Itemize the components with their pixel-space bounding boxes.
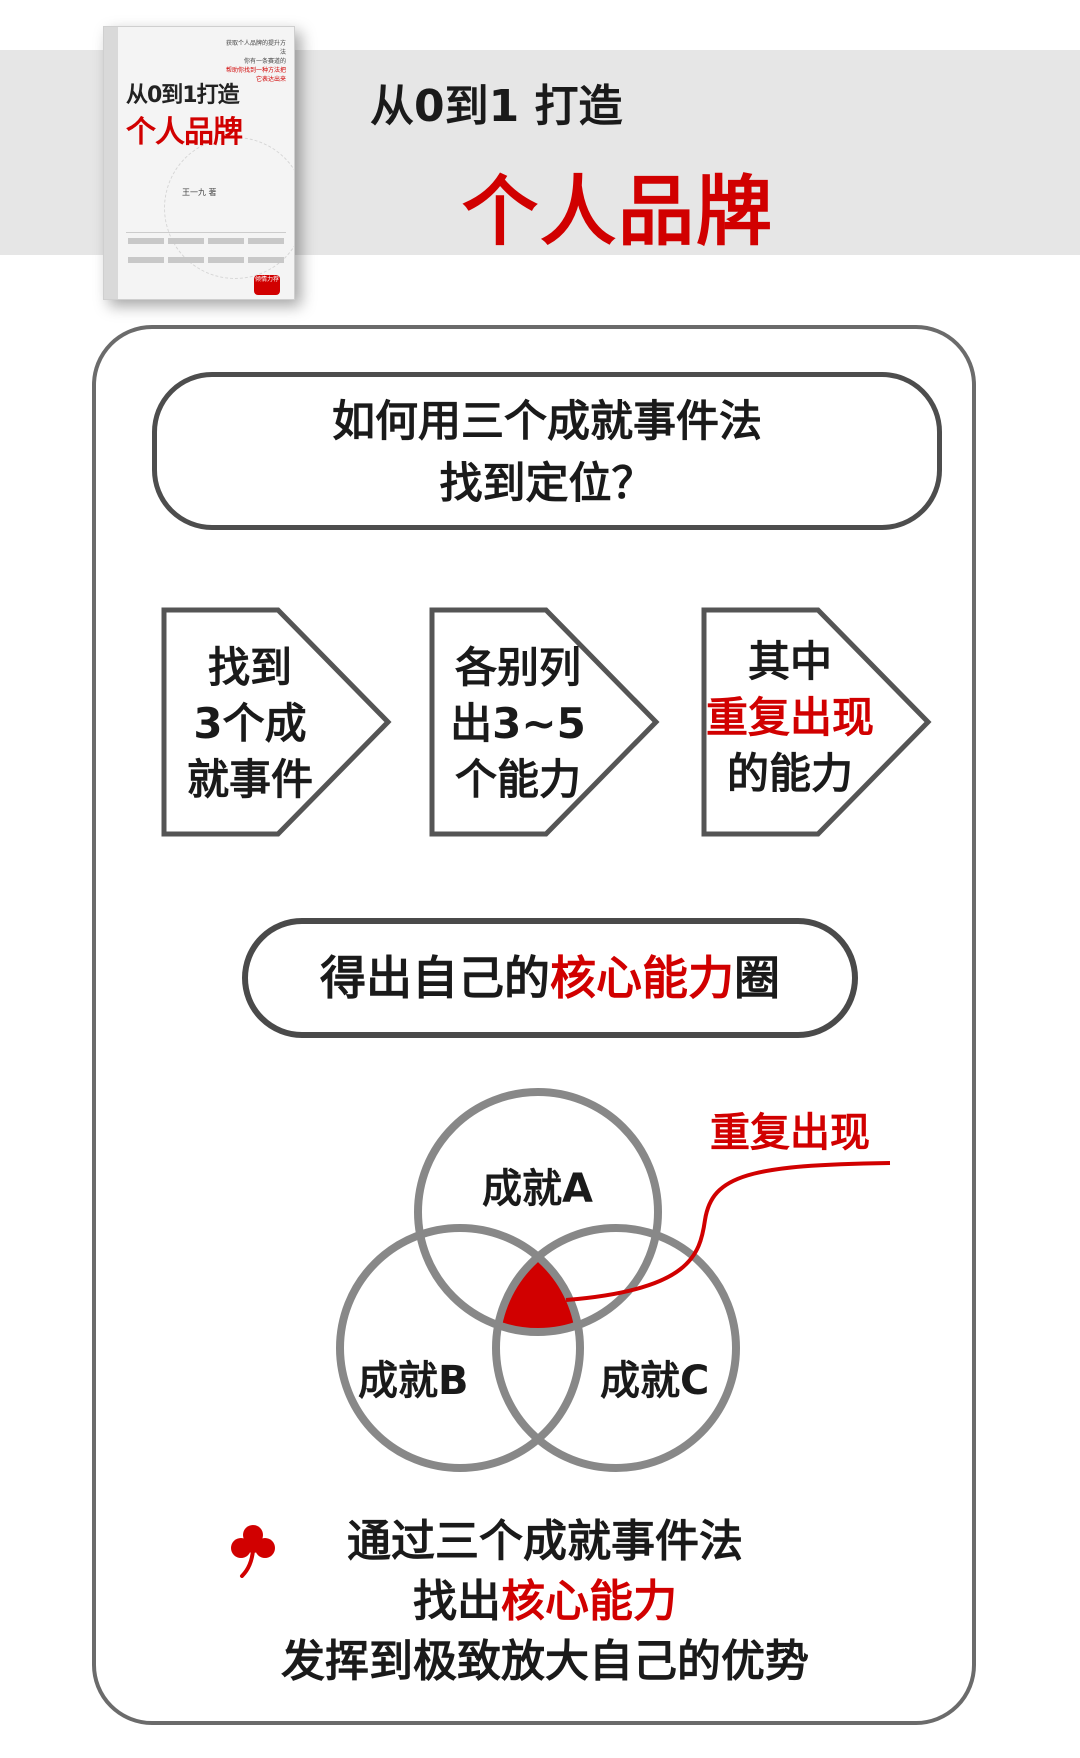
step-1-text: 找到 3个成 就事件 [166,640,334,808]
venn-label-c: 成就C [600,1358,710,1404]
header-title-line2: 个人品牌 [462,167,774,256]
question-line1: 如何用三个成就事件法 [332,397,762,447]
venn-circle-c [492,1224,740,1472]
step-3-line: 其中 [747,637,832,686]
summary-line2-prefix: 找出 [413,1576,501,1627]
step-2-line: 各别列 [454,643,581,692]
book-decoration [164,137,294,279]
step-1-line: 就事件 [186,755,313,804]
venn-callout-label: 重复出现 [710,1110,870,1156]
step-2-text: 各别列 出3~5 个能力 [434,640,602,808]
step-3-text: 其中 重复出现 的能力 [706,634,874,802]
book-cover: 获取个人品牌的提升方法 你有一条赛道的 帮助你找到一种方法把它表达出来 从0到1… [103,26,295,300]
book-author: 王一九 著 [182,188,217,197]
book-tagline-line: 你有一条赛道的 [243,58,286,65]
summary-text: 通过三个成就事件法 找出核心能力 发挥到极致放大自己的优势 [200,1512,890,1692]
arrow-shape [161,607,392,837]
arrow-shape [701,607,932,837]
header-title-line1: 从0到1 打造 [370,81,623,132]
book-endorsement-grid [126,232,286,281]
book-title-line2: 个人品牌 [126,115,243,150]
summary-line2-highlight: 核心能力 [501,1576,677,1627]
result-suffix: 圈 [734,951,780,1005]
venn-svg [336,1088,891,1472]
summary-line3: 发挥到极致放大自己的优势 [281,1636,809,1687]
question-box: 如何用三个成就事件法 找到定位？ [152,372,942,530]
step-1-line: 找到 [207,643,292,692]
step-3-highlight: 重复出现 [706,693,875,742]
step-2-line: 个能力 [454,755,581,804]
result-highlight: 核心能力 [550,951,734,1005]
book-tagline: 获取个人品牌的提升方法 你有一条赛道的 帮助你找到一种方法把它表达出来 [224,39,286,84]
venn-label-b: 成就B [358,1358,469,1404]
step-arrow-2: 各别列 出3~5 个能力 [428,606,668,838]
step-arrow-3: 其中 重复出现 的能力 [700,606,940,838]
venn-intersection [496,1228,580,1332]
content-frame [92,325,976,1725]
book-title-line1: 从0到1打造 [126,83,240,108]
venn-circle-a [414,1088,662,1336]
book-tagline-line: 帮助你找到一种方法把它表达出来 [225,67,286,83]
arrow-shape [429,607,660,837]
step-3-line: 的能力 [726,749,853,798]
book-spine [104,27,118,299]
step-arrow-1: 找到 3个成 就事件 [160,606,400,838]
venn-diagram: 成就A 成就B 成就C 重复出现 [330,1080,930,1480]
result-pill: 得出自己的核心能力圈 [242,918,858,1038]
callout-line [565,1161,891,1302]
clover-icon [231,1525,275,1578]
book-stamp: 倾情力荐 [254,275,280,295]
step-1-line: 3个成 [193,699,307,748]
result-prefix: 得出自己的 [320,951,550,1005]
summary-line1: 通过三个成就事件法 [347,1516,743,1567]
venn-label-a: 成就A [482,1166,593,1212]
venn-circle-b [336,1224,584,1472]
question-line2: 找到定位？ [439,459,655,509]
summary-line2: 找出核心能力 [200,1572,890,1632]
book-tagline-line: 获取个人品牌的提升方法 [225,40,286,56]
step-2-line: 出3~5 [450,699,586,748]
